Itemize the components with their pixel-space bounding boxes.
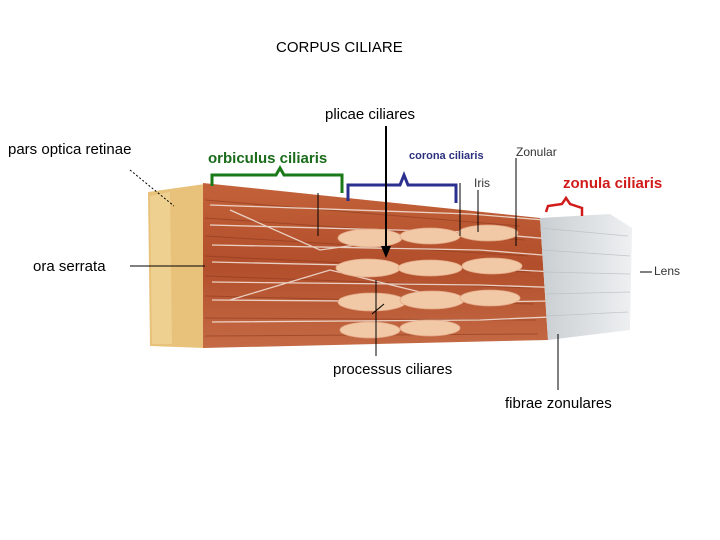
label-fibrae-zonulares: fibrae zonulares bbox=[505, 395, 612, 412]
zonula-bracket bbox=[544, 195, 584, 216]
pars-optica-leader bbox=[129, 169, 175, 207]
label-pars-optica-retinae: pars optica retinae bbox=[8, 141, 132, 158]
label-processus-ciliares: processus ciliares bbox=[333, 361, 453, 378]
label-zonula-ciliaris: zonula ciliaris bbox=[563, 175, 663, 192]
ciliary-processes bbox=[335, 224, 523, 339]
plicae-arrowhead bbox=[381, 246, 391, 258]
label-corona-ciliaris: corona ciliaris bbox=[409, 150, 484, 162]
label-lens: Lens bbox=[654, 264, 681, 278]
page-title: CORPUS CILIARE bbox=[276, 39, 403, 56]
label-plicae-ciliares: plicae ciliares bbox=[325, 106, 416, 123]
label-orbiculus-ciliaris: orbiculus ciliaris bbox=[208, 150, 328, 167]
label-ora-serrata: ora serrata bbox=[33, 258, 106, 275]
lens-region bbox=[540, 214, 632, 340]
corona-bracket bbox=[346, 170, 458, 203]
label-iris: Iris bbox=[474, 176, 490, 190]
orbiculus-bracket bbox=[210, 164, 344, 193]
label-zonular: Zonular bbox=[516, 145, 557, 159]
